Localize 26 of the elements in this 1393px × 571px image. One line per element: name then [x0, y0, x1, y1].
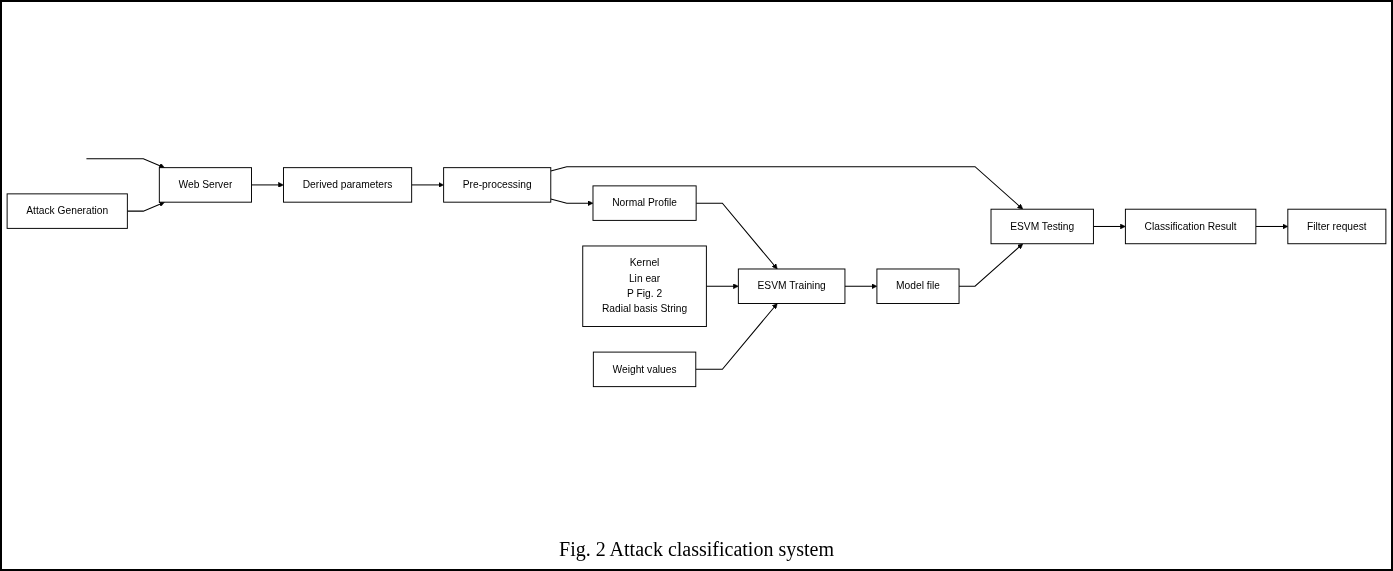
arrow [126, 201, 165, 212]
node-box: Attack Generation [6, 193, 128, 229]
arrow [251, 182, 284, 188]
node-box: Weight values [592, 351, 697, 388]
node-box: Model file [876, 268, 960, 305]
arrow [550, 198, 594, 207]
arrow [695, 202, 778, 270]
caption: Fig. 2 Attack classification system [559, 538, 834, 561]
arrow [550, 166, 1024, 210]
node-box: Pre-processing [443, 167, 552, 203]
arrow [844, 283, 878, 290]
arrow [1255, 223, 1289, 230]
node-box: Filter request [1287, 208, 1387, 245]
node-box: Classification Result [1124, 208, 1257, 245]
arrow [411, 182, 444, 188]
node-box: Derived parameters [283, 167, 413, 203]
arrow [705, 283, 739, 290]
node-box: Kernel Lin ear P Fig. 2 Radial basis String [582, 245, 707, 328]
node-box: Normal Profile [592, 185, 697, 221]
arrow [958, 243, 1024, 287]
node-box: ESVM Testing [990, 208, 1094, 245]
arrow [1092, 223, 1126, 230]
arrow [695, 303, 778, 370]
node-box: ESVM Training [737, 268, 846, 305]
node-box: Web Server [158, 167, 252, 203]
arrow [85, 158, 165, 169]
